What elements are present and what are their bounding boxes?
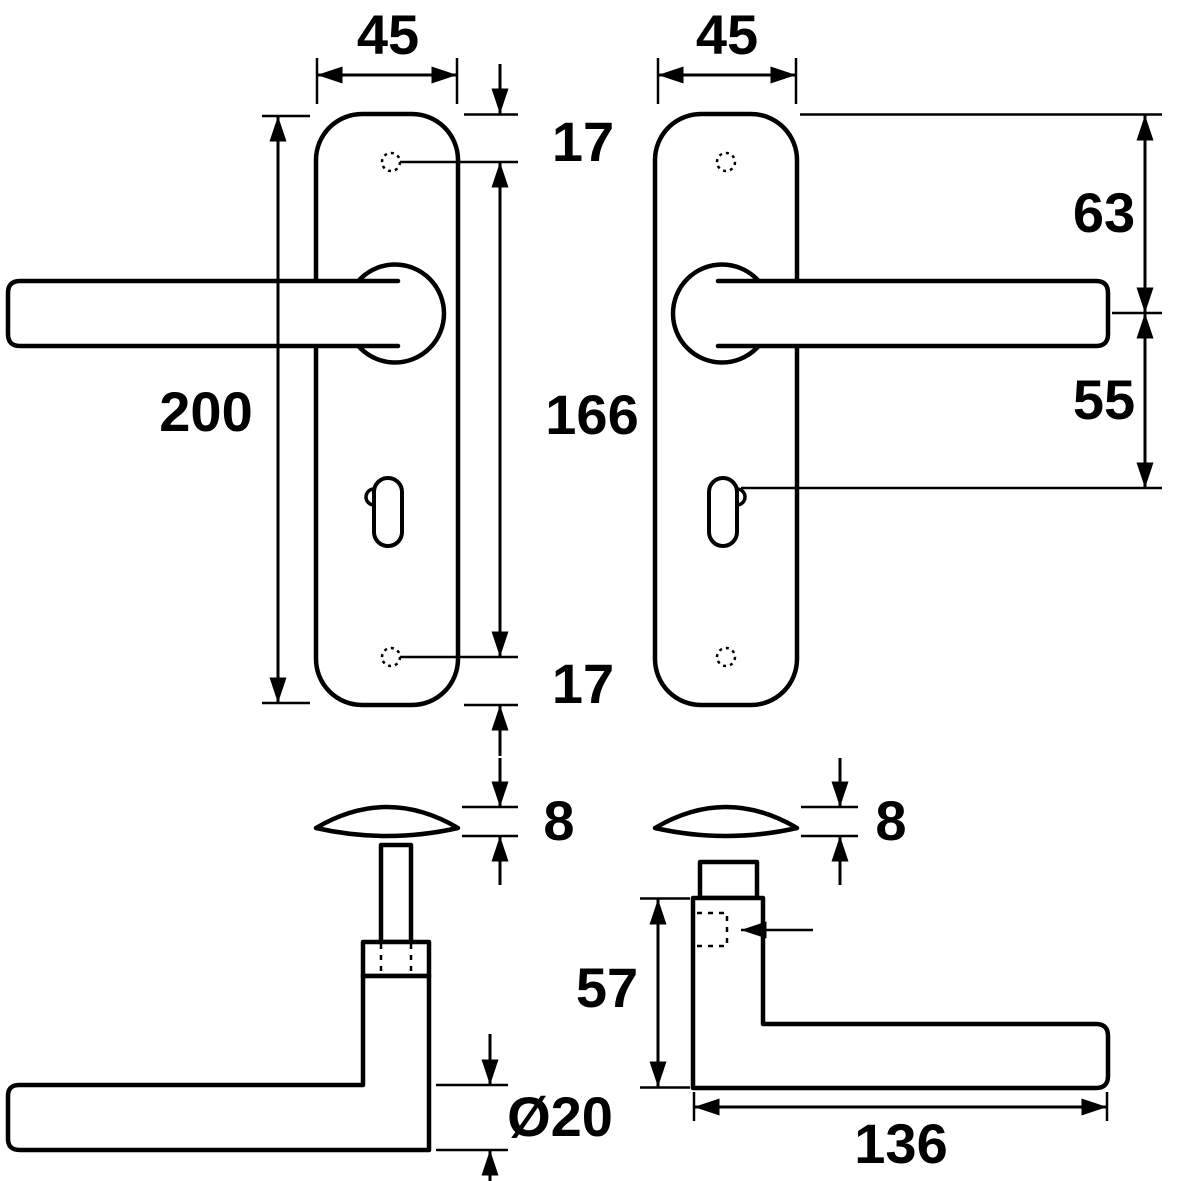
lever-profile — [5, 973, 432, 1153]
dim-label-63: 63 — [1073, 181, 1135, 244]
lever-fill — [718, 281, 1108, 346]
dim-label-55: 55 — [1073, 368, 1135, 431]
side-view-left — [5, 804, 461, 1153]
dim-label-200: 200 — [159, 380, 252, 443]
lever — [715, 278, 1111, 349]
dim-label-diameter: Ø20 — [507, 1085, 613, 1148]
lever — [5, 278, 401, 349]
dim-label-45-left: 45 — [357, 3, 419, 66]
backplate-profile — [652, 804, 800, 839]
lever-fill — [8, 281, 398, 346]
spindle-hidden-detail — [697, 911, 729, 948]
backplate — [313, 111, 461, 708]
side-view-right — [652, 804, 1111, 1091]
front-view-left — [5, 111, 461, 708]
screw-hole-top — [715, 151, 737, 173]
dim-label-57: 57 — [576, 956, 638, 1019]
dim-label-136: 136 — [854, 1112, 947, 1175]
backplate — [652, 111, 800, 708]
spindle-boss — [697, 859, 760, 901]
screw-hole-bottom — [715, 646, 737, 668]
dim-label-17-bottom: 17 — [552, 652, 614, 715]
dim-label-166: 166 — [545, 383, 638, 446]
dim-label-45-right: 45 — [696, 3, 758, 66]
lever-profile — [690, 895, 1111, 1091]
front-view-right — [652, 111, 1111, 708]
spindle-neck — [378, 842, 414, 945]
dim-label-8-left: 8 — [543, 789, 574, 852]
dim-label-8-right: 8 — [875, 789, 906, 852]
dim-label-17-top: 17 — [552, 110, 614, 173]
keyhole — [707, 476, 739, 548]
backplate-profile — [313, 804, 461, 839]
dimensions: 45 200 17 166 17 8 45 63 — [159, 3, 1162, 1181]
keyhole — [372, 476, 404, 548]
lever-collar — [360, 939, 432, 979]
